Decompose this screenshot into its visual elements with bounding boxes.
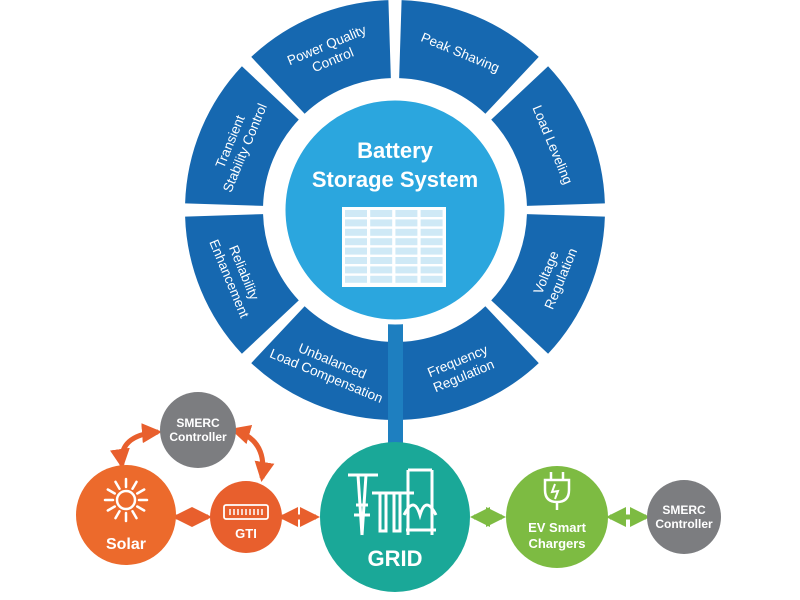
segment-power-quality-control: Power QualityControl <box>251 0 391 114</box>
segment-peak-shaving: Peak Shaving <box>399 0 539 114</box>
grid-label: GRID <box>368 546 423 571</box>
battery-grid-connector <box>388 318 403 458</box>
smerc-right-line1: SMERC <box>662 503 706 517</box>
segment-transient-stability-control: TransientStability Control <box>185 66 299 206</box>
ev-plug-icon <box>543 472 571 510</box>
smerc-right-line2: Controller <box>655 517 713 531</box>
smerc-controller-right: SMERC Controller <box>647 480 721 554</box>
battery-title-line1: Battery <box>357 138 434 163</box>
battery-rack-icon <box>342 207 446 287</box>
smerc-left-line1: SMERC <box>176 416 220 430</box>
smerc-controller-left: SMERC Controller <box>160 392 236 468</box>
smerc-left-line2: Controller <box>169 430 227 444</box>
segment-frequency-regulation: FrequencyRegulation <box>399 306 539 420</box>
solar-node: Solar <box>76 465 176 565</box>
substation-icon <box>348 468 438 536</box>
solar-label: Solar <box>106 536 146 553</box>
gti-label: GTI <box>235 526 257 541</box>
ev-line1: EV Smart <box>528 520 586 535</box>
segment-reliability-enhancement: ReliabilityEnhancement <box>185 214 299 354</box>
segment-voltage-regulation: VoltageRegulation <box>491 214 605 354</box>
segment-load-leveling: Load Leveling <box>491 66 605 206</box>
battery-storage-system: Battery Storage System <box>280 95 510 325</box>
battery-title-line2: Storage System <box>312 167 478 192</box>
sun-icon <box>103 477 149 523</box>
grid-node: GRID <box>320 442 470 592</box>
solar-smerc-arrow <box>109 423 162 469</box>
smerc-gti-arrow <box>230 424 275 482</box>
gti-node: GTI <box>210 481 282 553</box>
inverter-icon <box>223 504 269 520</box>
ev-line2: Chargers <box>528 536 585 551</box>
ev-chargers-node: EV Smart Chargers <box>506 466 608 568</box>
